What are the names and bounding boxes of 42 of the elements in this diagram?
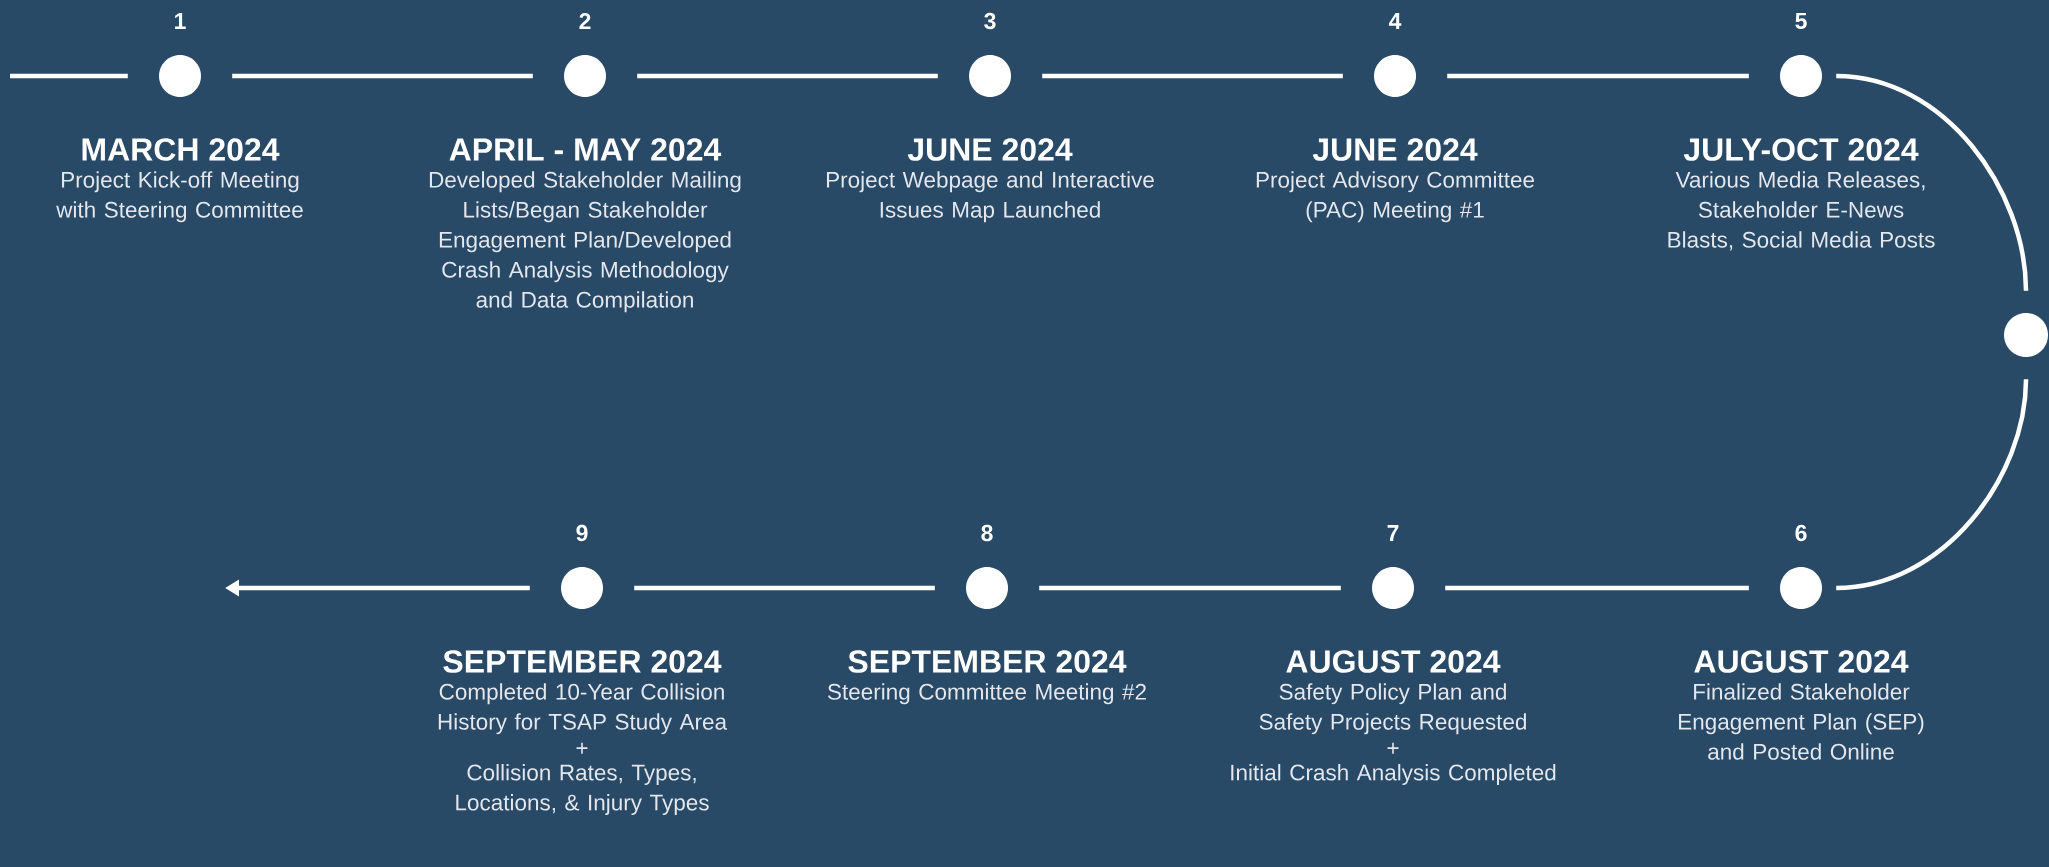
description-text: + xyxy=(576,742,588,754)
connector-line xyxy=(1445,585,1749,591)
step-number: 4 xyxy=(1388,13,1402,29)
date-heading: SEPTEMBER 2024 xyxy=(443,650,722,673)
step-number: 7 xyxy=(1387,525,1399,541)
date-heading: AUGUST 2024 xyxy=(1286,650,1501,673)
description-text: Completed 10-Year Collision History for TSAP Study Area xyxy=(438,683,728,735)
date-heading: JUNE 2024 xyxy=(907,138,1073,161)
date-heading: JUNE 2024 xyxy=(1312,138,1478,161)
date-heading: AUGUST 2024 xyxy=(1694,650,1909,673)
date-heading: MARCH 2024 xyxy=(82,138,280,161)
step-number: 3 xyxy=(984,12,996,30)
step-number: 1 xyxy=(175,13,186,29)
connector-line xyxy=(637,73,938,79)
description-text: Project Kick-off Meeting with Steering Committee xyxy=(56,171,303,223)
description-text: Collision Rates, Types, Locations, & Injury Types xyxy=(456,764,709,815)
step-number: 8 xyxy=(981,524,993,542)
description-text: Various Media Releases, Stakeholder E-News Blasts, Social Media Posts xyxy=(1668,171,1935,251)
connector-line xyxy=(1836,379,2029,591)
description-text: Project Webpage and Interactive Issues Map Launched xyxy=(827,171,1154,223)
description-text: Safety Policy Plan and Safety Projects Requested xyxy=(1259,683,1526,735)
date-heading: JULY-OCT 2024 xyxy=(1683,138,1919,161)
connector-line xyxy=(1039,585,1341,591)
connector-line xyxy=(232,73,533,79)
connector-line xyxy=(1447,73,1749,79)
connector-line xyxy=(1042,73,1343,79)
date-heading: SEPTEMBER 2024 xyxy=(848,650,1127,673)
marker-circle xyxy=(2004,313,2049,357)
connector-line xyxy=(1836,73,2029,291)
description-text: Project Advisory Committee (PAC) Meeting #1 xyxy=(1256,171,1534,223)
connector-line xyxy=(634,585,935,591)
step-number: 9 xyxy=(576,524,588,542)
description-text: Developed Stakeholder Mailing Lists/Began Stakeholder Engagement Plan/Developed Crash Analysis Methodology and Data Compilation xyxy=(429,171,741,313)
description-text: Initial Crash Analysis Completed xyxy=(1231,764,1556,785)
step-number: 2 xyxy=(579,12,591,30)
description-text: + xyxy=(1387,742,1399,754)
connector-line xyxy=(10,73,128,79)
step-number: 6 xyxy=(1795,524,1807,542)
description-text: Steering Committee Meeting #2 xyxy=(827,683,1146,705)
date-heading: APRIL - MAY 2024 xyxy=(449,138,722,161)
step-number: 5 xyxy=(1795,12,1807,29)
description-text: Finalized Stakeholder Engagement Plan (SEP) and Posted Online xyxy=(1679,683,1924,760)
